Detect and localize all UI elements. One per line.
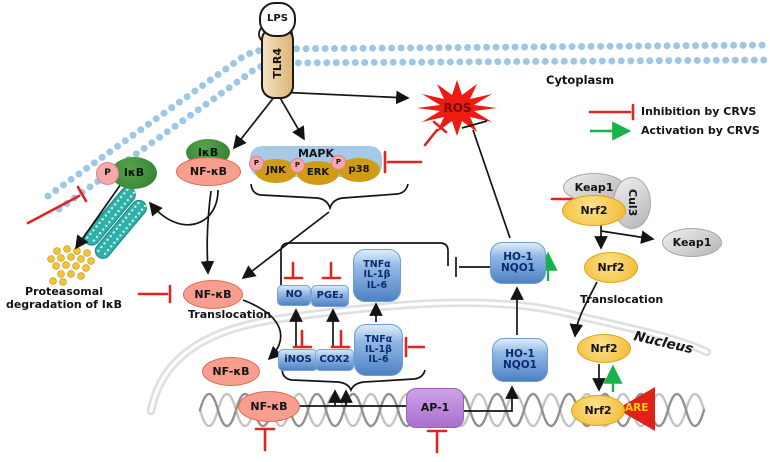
no-mediator: NO (277, 285, 311, 306)
phosphate-icon: P (290, 158, 305, 173)
proteasome-caption-line2: degradation of IκB (5, 298, 123, 311)
activation-arrows (538, 121, 632, 392)
legend-activation-label: Activation by CRVS (641, 124, 760, 137)
ap1-transcription-factor: AP-1 (406, 388, 464, 428)
cox2-enzyme: COX2 (315, 349, 354, 371)
ho1-label: HO-1 (503, 250, 533, 263)
il1b-label: IL-1β (365, 343, 392, 355)
nrf2-bound: Nrf2 (562, 195, 626, 226)
nrf2-cytosol: Nrf2 (584, 252, 638, 283)
phosphate-icon: P (331, 155, 346, 170)
inos-enzyme: iNOS (278, 349, 318, 371)
are-label: ARE (625, 402, 649, 414)
il6-label: IL-6 (366, 279, 388, 291)
il1b-label: IL-1β (363, 269, 391, 281)
nrf2-translocation-label: Translocation (580, 293, 664, 306)
ho1-nqo1-nucleus: HO-1 NQO1 (492, 338, 548, 382)
il6-label: IL-6 (368, 354, 389, 366)
tnfa-label: TNFα (364, 333, 393, 345)
nfkb-nucleus: NF-κB (202, 357, 260, 386)
lps-label: LPS (267, 13, 288, 25)
phosphate-icon: P (249, 156, 264, 171)
nfkb-membrane-complex: NF-κB (176, 157, 241, 186)
proteasome-icon (83, 186, 147, 259)
ros-burst-icon (417, 80, 497, 136)
pathway-arrows (75, 90, 655, 412)
ros-label: ROS (443, 100, 472, 115)
inhibition-bars (26, 103, 635, 454)
cytokines-lower: TNFα IL-1β IL-6 (354, 324, 403, 376)
mapk-label: MAPK (297, 147, 335, 160)
ho1-nqo1-cytoplasm: HO-1 NQO1 (490, 242, 546, 284)
proteasome-caption: Proteasomal degradation of IκB (2, 285, 126, 311)
tlr4-label: TLR4 (270, 47, 284, 79)
nfkb-translocation-label: Translocation (188, 308, 272, 321)
cul3-label: Cul3 (625, 189, 639, 217)
nqo1-label: NQO1 (501, 262, 535, 274)
are-triangle-icon (617, 387, 655, 431)
cytoplasm-label: Cytoplasm (546, 73, 615, 87)
nrf2-nucleus: Nrf2 (577, 334, 631, 363)
tlr4-receptor: TLR4 (261, 27, 294, 99)
nfkb-dna-bound: NF-κB (238, 391, 300, 422)
cytokines-upper: TNFα IL-1β IL-6 (353, 249, 401, 302)
lps-ligand: LPS (259, 2, 296, 37)
legend-inhibition-label: Inhibition by CRVS (641, 105, 757, 118)
degraded-ikb-dots (47, 245, 95, 286)
nqo1-label: NQO1 (503, 359, 537, 371)
tnfa-label: TNFα (363, 259, 391, 271)
pge2-mediator: PGE₂ (311, 285, 349, 307)
phosphate-icon: P (96, 162, 119, 185)
nuclear-envelope (146, 298, 712, 416)
ho1-label: HO-1 (505, 347, 535, 360)
nrf2-dna-bound: Nrf2 (571, 395, 625, 426)
nfkb-cytoplasm: NF-κB (183, 280, 243, 309)
keap1-released: Keap1 (662, 228, 722, 257)
proteasome-caption-line1: Proteasomal (25, 285, 103, 298)
